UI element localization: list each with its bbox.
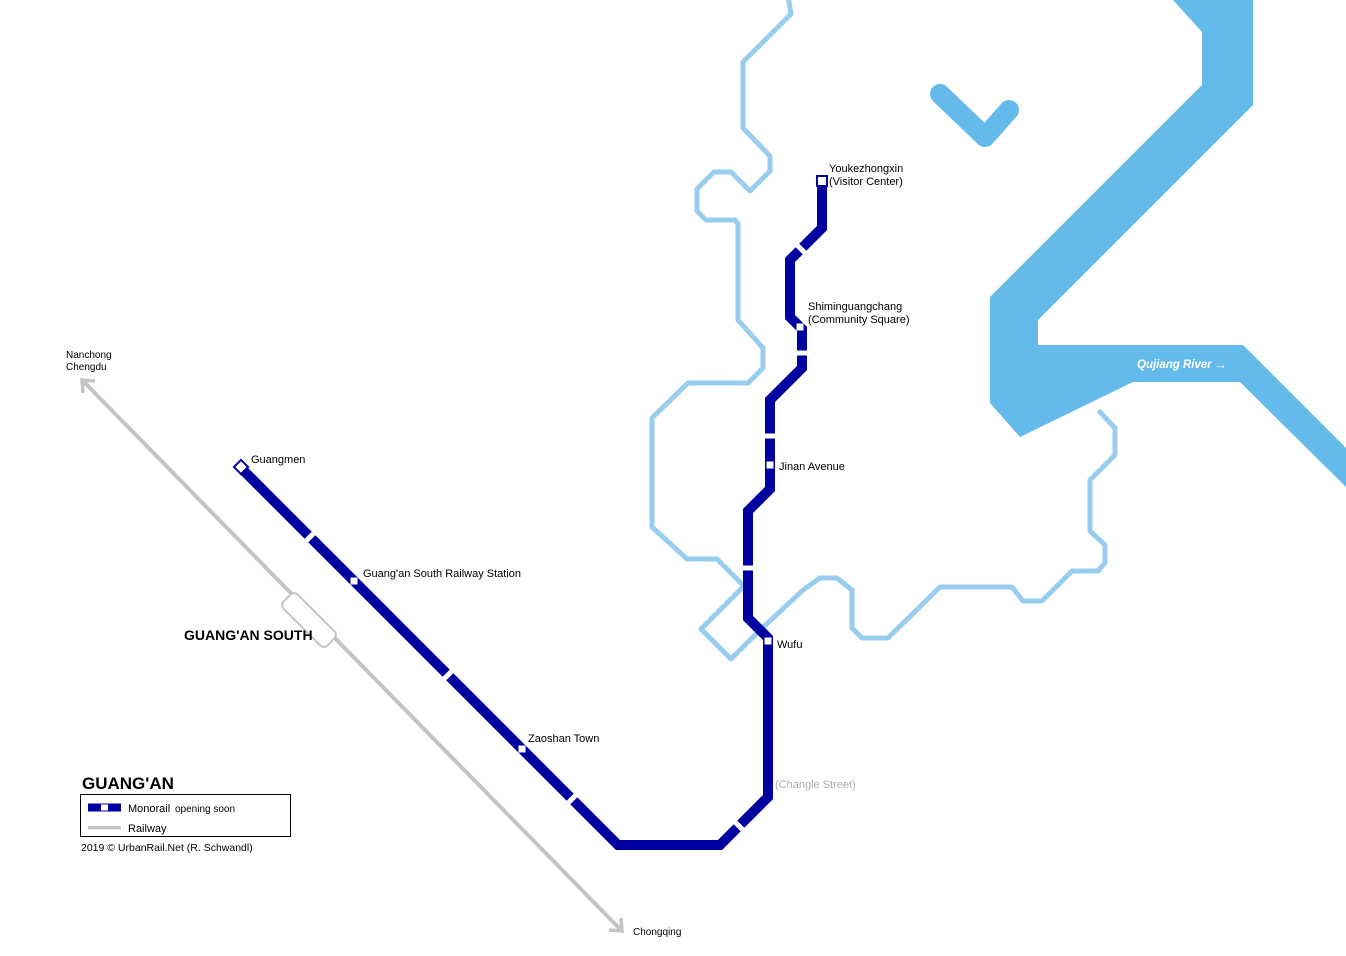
- station-youkezhongxin: Youkezhongxin (Visitor Center): [816, 163, 903, 188]
- river-flow-arrow: →: [1214, 357, 1227, 372]
- railway-station-box: [281, 592, 337, 648]
- station-guangan-south-railway-station: Guang'an South Railway Station: [350, 568, 521, 585]
- railway-dest-chengdu: Chengdu: [66, 362, 107, 373]
- station-label-zaoshan-town: Zaoshan Town: [528, 733, 599, 745]
- river-inlet: [930, 84, 1019, 147]
- unnamed-station-tick: [565, 792, 579, 806]
- river-body: [990, 0, 1346, 487]
- station-marker-wufu: [764, 637, 772, 645]
- station-marker-changle-street: [732, 819, 746, 833]
- station-shiminguangchang: Shiminguangchang (Community Square): [796, 301, 909, 331]
- railway-dest-nanchong: Nanchong: [66, 350, 112, 361]
- station-label-youkezhongxin: Youkezhongxin: [829, 163, 903, 175]
- station-wufu: Wufu: [764, 637, 802, 651]
- station-sublabel-shiminguangchang: (Community Square): [808, 314, 909, 326]
- station-marker-shiminguangchang: [796, 323, 804, 331]
- legend: GUANG'AN Monorail opening soon Railway 2…: [80, 774, 291, 854]
- unnamed-station-tick: [794, 242, 808, 256]
- station-label-guangmen: Guangmen: [251, 454, 305, 466]
- station-marker-guangmen: [232, 458, 250, 476]
- station-jinan-avenue: Jinan Avenue: [766, 461, 845, 473]
- guangan-south-railway-label: GUANG'AN SOUTH: [184, 627, 313, 643]
- station-marker-zaoshan-town: [518, 745, 526, 753]
- station-marker-youkezhongxin: [816, 175, 828, 187]
- station-marker-jinan-avenue: [766, 461, 774, 469]
- legend-railway-swatch: [88, 826, 121, 830]
- unnamed-station-ticks: [303, 242, 809, 806]
- legend-box: [80, 794, 291, 837]
- city-boundary-line: [649, 0, 1118, 662]
- railway-arrow-northwest: [80, 378, 96, 394]
- station-changle-street: (Changle Street): [732, 779, 856, 833]
- railway: Nanchong Chengdu Chongqing GUANG'AN SOUT…: [66, 350, 681, 938]
- railway-dest-chongqing: Chongqing: [633, 927, 681, 938]
- stations: Youkezhongxin (Visitor Center) Shimingua…: [232, 163, 909, 833]
- monorail-line: [238, 186, 827, 850]
- legend-railway-label: Railway: [128, 823, 167, 835]
- station-label-guangan-south-railway-station: Guang'an South Railway Station: [363, 568, 521, 580]
- station-label-wufu: Wufu: [777, 639, 802, 651]
- station-label-jinan-avenue: Jinan Avenue: [779, 461, 845, 473]
- map-title: GUANG'AN: [82, 774, 174, 793]
- unnamed-station-tick: [441, 668, 455, 682]
- station-marker-guangan-south-railway-station: [350, 577, 358, 585]
- unnamed-station-tick: [741, 565, 755, 571]
- unnamed-station-tick: [763, 433, 777, 439]
- railway-arrow-southeast: [608, 917, 624, 933]
- railway-line: [80, 378, 624, 933]
- station-label-shiminguangchang: Shiminguangchang: [808, 301, 902, 313]
- station-guangmen: Guangmen: [232, 454, 305, 476]
- station-sublabel-youkezhongxin: (Visitor Center): [829, 176, 903, 188]
- qujiang-river: Qujiang River →: [930, 0, 1346, 487]
- station-zaoshan-town: Zaoshan Town: [518, 733, 599, 753]
- legend-monorail-status: opening soon: [175, 804, 235, 815]
- legend-monorail-station-swatch: [101, 804, 108, 811]
- legend-monorail-label: Monorail: [128, 803, 170, 815]
- unnamed-station-tick: [303, 530, 317, 544]
- station-label-changle-street: (Changle Street): [775, 779, 856, 791]
- river-label: Qujiang River: [1137, 359, 1212, 371]
- copyright-note: 2019 © UrbanRail.Net (R. Schwandl): [81, 842, 253, 854]
- unnamed-station-tick: [795, 350, 809, 356]
